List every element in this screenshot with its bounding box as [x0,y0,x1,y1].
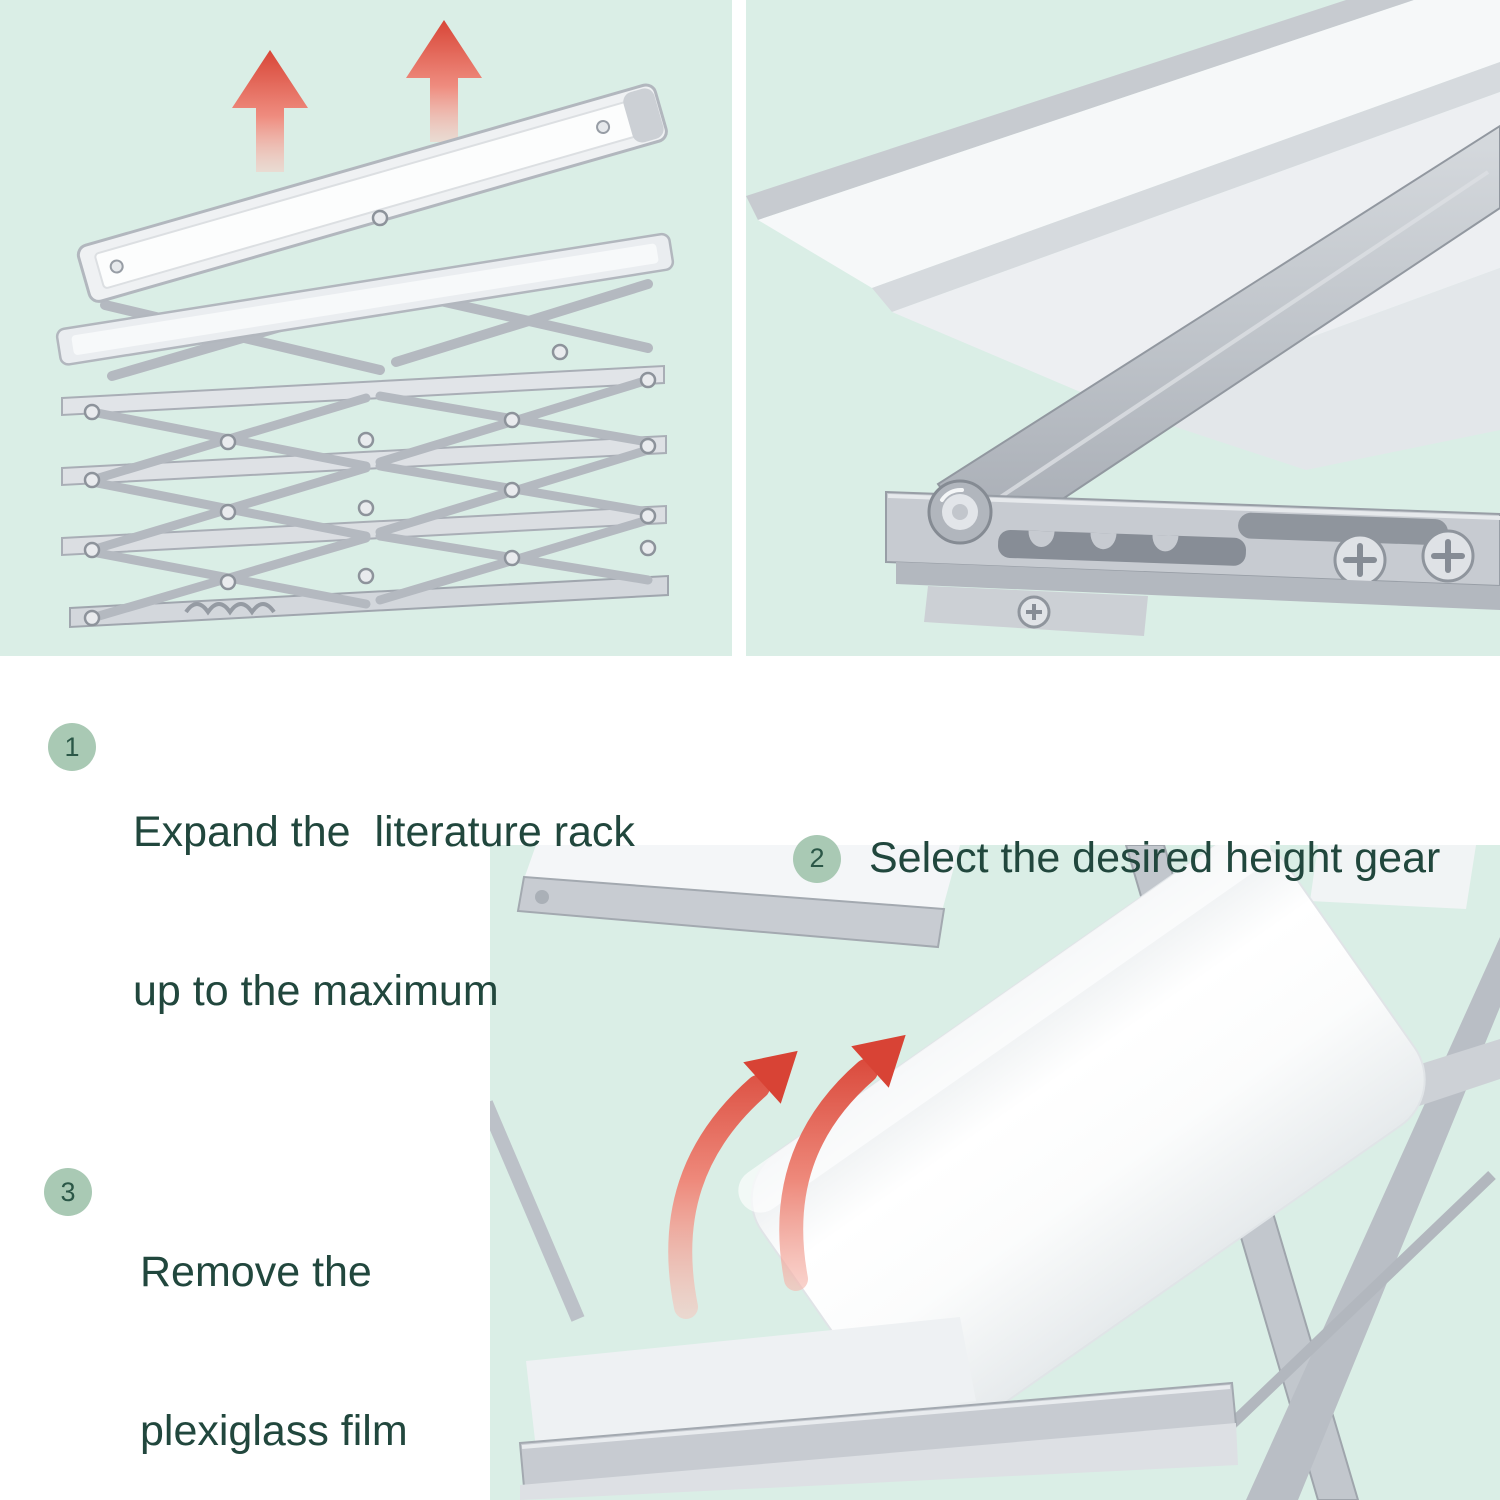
step-1-number-badge: 1 [48,723,96,771]
gear-notch-detail [184,602,276,616]
photo-panel-height-gear [746,0,1500,656]
step-3-label: Remove the plexiglass film [140,1140,408,1500]
curved-up-arrow-icon [668,1050,798,1319]
rail-gear-notches [998,529,1247,566]
photo-panel-film-removal [490,845,1500,1500]
step-3-number-badge: 3 [44,1168,92,1216]
step-2-label: Select the desired height gear [869,726,1440,991]
step-3: 3 Remove the plexiglass film [44,1140,408,1500]
up-arrow-icon [406,20,482,142]
second-frame-panel [55,232,675,366]
plexiglass-sheet [746,0,1500,470]
pivot-rivet-icon [927,479,993,545]
step-3-line-2: plexiglass film [140,1407,408,1455]
top-frame-panel [76,83,668,303]
photo-panel-folded-rack [0,0,732,656]
lower-bracket [896,562,1500,636]
step-2: 2 Select the desired height gear [793,726,1440,991]
step-1: 1 Expand the literature rack up to the m… [48,700,635,1124]
step-1-number: 1 [64,731,80,762]
phillips-screw-icon [1421,529,1475,583]
step-3-line-1: Remove the [140,1248,372,1296]
height-gear-photo [746,0,1500,636]
curved-up-arrow-icon [779,1034,906,1291]
plexiglass-film [738,845,1426,1440]
frame-top-bar [516,845,960,949]
step-1-line-1: Expand the literature rack [133,808,635,856]
step-1-label: Expand the literature rack up to the max… [133,700,635,1124]
base-tray [518,1317,1238,1500]
rail-slot [1238,512,1448,546]
folded-rack-illustration [55,83,675,629]
step-1-line-2: up to the maximum [133,967,499,1015]
film-removal-photo [490,845,1500,1500]
support-leg [490,1100,585,1322]
step-2-number: 2 [809,843,825,873]
folded-rack-photo [55,20,675,629]
up-arrow-icon [232,50,308,172]
phillips-screw-icon [1333,533,1387,587]
step-2-number-badge: 2 [793,834,841,883]
step-2-line-1: Select the desired height gear [869,834,1441,882]
screw-icons [83,209,657,627]
step-3-number: 3 [60,1176,76,1207]
